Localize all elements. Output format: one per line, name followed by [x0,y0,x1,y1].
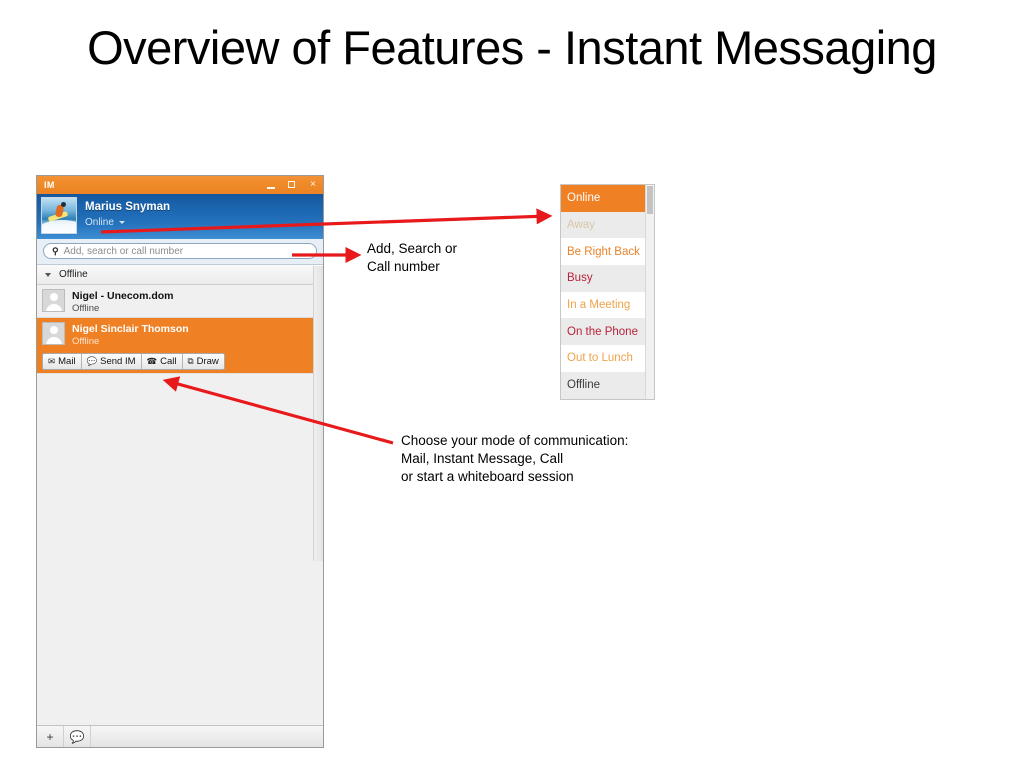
search-input[interactable]: ⚲ Add, search or call number [43,243,317,259]
envelope-icon: ✉ [48,356,56,366]
contact-avatar [42,322,65,345]
status-option-out-to-lunch[interactable]: Out to Lunch [561,345,654,372]
draw-button-label: Draw [196,355,219,367]
contact-name: Nigel Sinclair Thomson [72,323,189,335]
status-dropdown-menu[interactable]: Online Away Be Right Back Busy In a Meet… [560,184,655,400]
window-controls: × [265,176,319,194]
call-button-label: Call [160,355,177,367]
whiteboard-icon: ⧉ [187,356,194,366]
avatar[interactable] [41,197,77,234]
status-selector[interactable]: Online [85,217,170,228]
chevron-down-icon [45,272,51,277]
profile-header: Marius Snyman Online [37,194,323,239]
annotation-modes-note: Choose your mode of communication: Mail,… [401,433,629,484]
window-title: IM [44,180,55,190]
draw-button[interactable]: ⧉ Draw [183,354,224,369]
contact-list-scrollbar[interactable] [313,266,323,561]
contact-name: Nigel - Unecom.dom [72,290,174,302]
maximize-button[interactable] [286,180,298,190]
contact-presence: Offline [72,336,100,347]
phone-icon: ☎ [146,356,158,366]
send-im-button-label: Send IM [100,355,136,367]
add-contact-icon[interactable]: + [37,726,64,747]
conversations-icon[interactable]: 💬 [64,726,91,747]
contact-group-header-offline[interactable]: Offline [37,265,323,285]
status-label: Online [85,217,114,228]
close-icon[interactable]: × [310,179,316,190]
annotation-search-note: Add, Search or Call number [367,241,458,274]
status-option-be-right-back[interactable]: Be Right Back [561,238,654,266]
status-option-busy[interactable]: Busy [561,265,654,292]
contact-list-item[interactable]: Nigel - Unecom.dom Offline [37,285,323,318]
search-bar-container: ⚲ Add, search or call number [37,239,323,265]
minimize-button[interactable] [265,180,277,190]
status-option-away[interactable]: Away [561,211,654,239]
status-option-online[interactable]: Online [561,185,654,212]
contact-avatar [42,289,65,312]
mail-button[interactable]: ✉ Mail [43,353,82,369]
chevron-down-icon[interactable] [118,221,125,224]
send-im-button[interactable]: 💬 Send IM [82,353,142,369]
contact-presence: Offline [72,303,100,314]
status-option-in-a-meeting[interactable]: In a Meeting [561,291,654,319]
speech-bubble-icon: 💬 [86,356,98,366]
contact-action-bar: ✉ Mail 💬 Send IM ☎ Call ⧉ Draw [37,349,323,374]
window-bottom-bar: + 💬 [37,725,323,747]
profile-name: Marius Snyman [85,201,170,213]
contact-list-body [37,373,323,717]
call-button[interactable]: ☎ Call [142,353,183,369]
contact-list-item-selected[interactable]: Nigel Sinclair Thomson Offline [37,318,323,349]
im-window: IM × Marius Snyman Online ⚲ Add, search … [36,175,324,748]
status-menu-scrollbar[interactable] [645,185,654,399]
status-option-on-the-phone[interactable]: On the Phone [561,318,654,346]
mail-button-label: Mail [58,355,76,367]
search-placeholder: Add, search or call number [63,245,184,257]
status-option-offline[interactable]: Offline [561,371,654,399]
window-titlebar: IM × [37,176,323,194]
search-icon: ⚲ [52,245,59,256]
group-label: Offline [59,269,88,280]
page-title: Overview of Features - Instant Messaging [87,21,937,74]
